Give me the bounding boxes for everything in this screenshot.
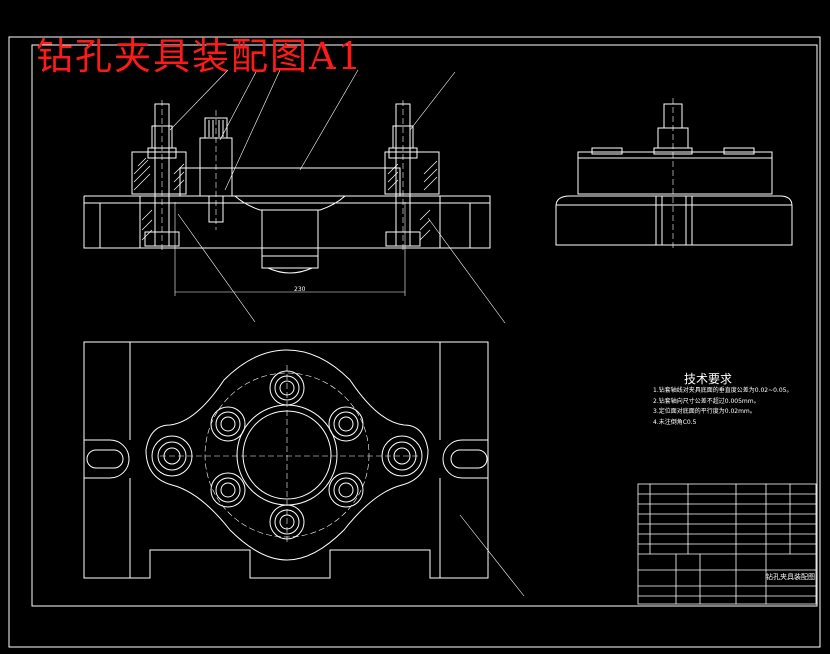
inner-frame: [31, 44, 818, 607]
tech-requirements-title: 技术要求: [684, 372, 733, 386]
top-view: [83, 341, 525, 597]
front-section-view: [83, 69, 506, 324]
tech-requirement: 4.未注倒角C0.5: [653, 418, 697, 426]
drawing-title: 钻孔夹具装配图A1: [36, 35, 364, 78]
side-view: [555, 98, 793, 250]
assembly-name: 钻孔夹具装配图: [766, 573, 815, 581]
tech-requirement: 1.钻套轴线对夹具底面的垂直度公差为0.02~0.05。: [653, 387, 793, 394]
tech-requirement: 3.定位面对底面的平行度为0.02mm。: [653, 408, 756, 415]
tech-requirement: 2.钻套轴向尺寸公差不超过0.005mm。: [653, 397, 760, 405]
dimension-label: 230: [294, 286, 306, 293]
tech-requirements-list: 1.钻套轴线对夹具底面的垂直度公差为0.02~0.05。 2.钻套轴向尺寸公差不…: [653, 386, 792, 428]
title-block: [637, 483, 817, 605]
bolt-holes: [151, 370, 423, 540]
outer-frame: [8, 36, 821, 648]
